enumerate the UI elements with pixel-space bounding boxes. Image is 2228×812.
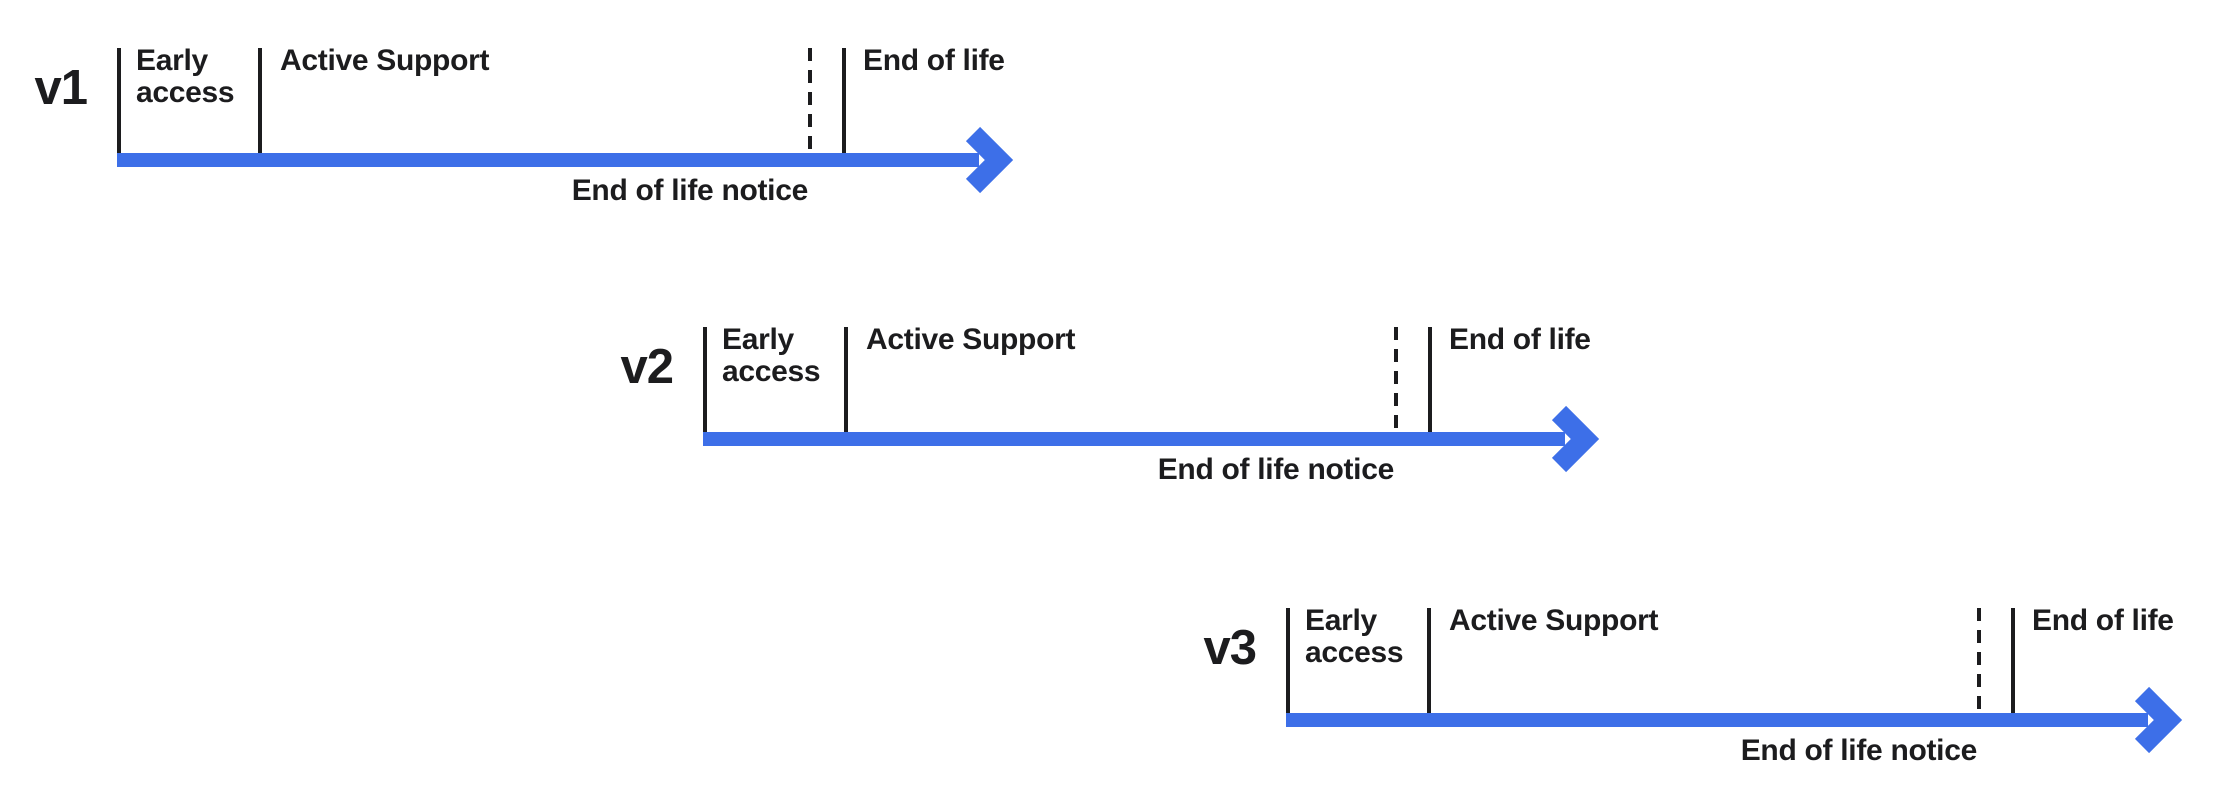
timeline-row-v1: v1 Early access Active Support End of li… [34, 44, 1057, 223]
active-support-start-tick [1427, 608, 1431, 713]
end-of-life-tick [2011, 608, 2015, 713]
version-label: v3 [1203, 621, 1257, 675]
active-support-start-tick [258, 48, 262, 153]
timeline-arrow-shaft [1286, 713, 2148, 727]
end-of-life-notice-dashed-tick [1394, 327, 1398, 430]
active-support-start-tick [844, 327, 848, 432]
early-access-start-tick [117, 48, 121, 153]
end-of-life-notice-label: End of life notice [1157, 453, 1395, 486]
active-support-label: Active Support [1449, 604, 1659, 637]
end-of-life-notice-dashed-tick [1977, 608, 1981, 711]
end-of-life-label: End of life [863, 44, 1005, 77]
end-of-life-tick [842, 48, 846, 153]
early-access-label: Early access [136, 44, 235, 109]
end-of-life-label: End of life [1449, 323, 1591, 356]
arrow-head-icon [2134, 686, 2183, 754]
timeline-arrow-shaft [117, 153, 979, 167]
version-label: v2 [620, 340, 674, 394]
early-access-label: Early access [1305, 604, 1404, 669]
arrow-head-icon [1551, 405, 1600, 473]
end-of-life-notice-label: End of life notice [571, 174, 809, 207]
timeline-row-v3: v3 Early access Active Support End of li… [1203, 604, 2226, 783]
early-access-start-tick [1286, 608, 1290, 713]
end-of-life-tick [1428, 327, 1432, 432]
early-access-label: Early access [722, 323, 821, 388]
end-of-life-notice-dashed-tick [808, 48, 812, 151]
end-of-life-label: End of life [2032, 604, 2174, 637]
early-access-start-tick [703, 327, 707, 432]
timeline-row-v2: v2 Early access Active Support End of li… [620, 323, 1643, 502]
timeline-arrow-shaft [703, 432, 1565, 446]
end-of-life-notice-label: End of life notice [1740, 734, 1978, 767]
active-support-label: Active Support [866, 323, 1076, 356]
arrow-head-icon [965, 126, 1014, 194]
version-label: v1 [34, 61, 88, 115]
active-support-label: Active Support [280, 44, 490, 77]
